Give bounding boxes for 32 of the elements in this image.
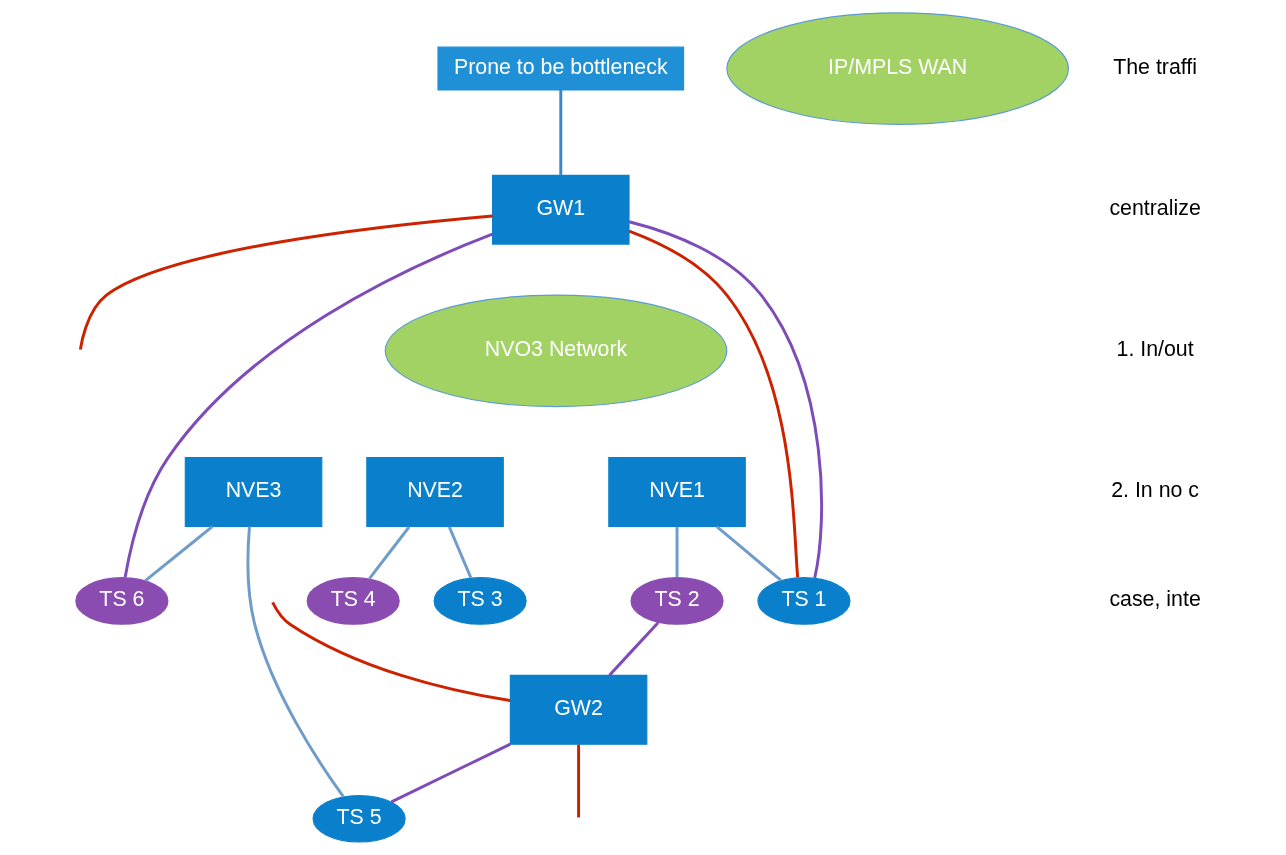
label: 2. In no c: [1111, 478, 1199, 503]
node-ellipse: TS 5: [312, 794, 406, 843]
node-ellipse: TS 6: [75, 577, 169, 625]
connector: [123, 232, 493, 578]
node-box: GW1: [492, 174, 630, 245]
node-box: NVE3: [184, 457, 323, 528]
connector: [390, 742, 511, 804]
label: centralize: [1109, 195, 1201, 220]
node-ellipse: TS 4: [306, 577, 400, 625]
node-box: NVE2: [366, 457, 504, 528]
connector: [368, 526, 411, 580]
connector: [608, 621, 660, 677]
connector: [271, 601, 511, 703]
connector: [715, 525, 782, 582]
connector: [78, 214, 493, 350]
node-ellipse: TS 1: [757, 577, 851, 625]
connector: [559, 89, 563, 175]
connector: [246, 526, 345, 798]
node-box: GW2: [509, 674, 648, 745]
label: case, inte: [1109, 587, 1201, 612]
connector: [675, 526, 679, 578]
node-box: NVE1: [608, 457, 746, 528]
node-ellipse: IP/MPLS WAN: [726, 12, 1070, 125]
connector: [577, 744, 581, 818]
node-box: Prone to be bottleneck: [437, 46, 685, 91]
label: 1. In/out: [1116, 337, 1194, 362]
node-ellipse: TS 3: [433, 577, 527, 625]
connector: [144, 525, 214, 582]
node-ellipse: TS 2: [630, 577, 724, 625]
node-ellipse: NVO3 Network: [384, 294, 728, 408]
label: The traffi: [1113, 54, 1198, 79]
connector: [447, 526, 473, 579]
